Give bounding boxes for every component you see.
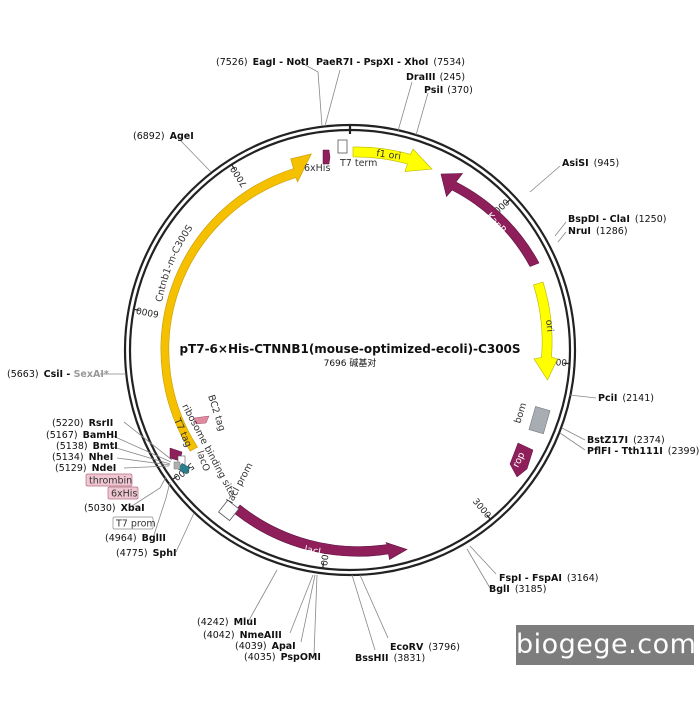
site-frui[interactable]: NruI(1286) (568, 226, 628, 237)
t7prom-box[interactable]: T7 prom (113, 517, 156, 530)
watermark: biogege.com (516, 625, 694, 665)
site-apai[interactable]: (4039)ApaI (235, 641, 296, 652)
site-bstz17i[interactable]: BstZ17I(2374) (587, 435, 665, 446)
kanr-label: KanR (484, 211, 509, 237)
site-csii[interactable]: (5663)CsiI - SexAI* (7, 369, 109, 380)
site-draiii[interactable]: DraIII(245) (406, 72, 465, 83)
his-box[interactable]: 6xHis (108, 487, 138, 500)
site-bgli[interactable]: BglI(3185) (489, 584, 546, 595)
site-nmeaiii[interactable]: (4042)NmeAIII (203, 630, 282, 641)
ori-label: ori (543, 319, 555, 332)
svg-text:thrombin: thrombin (89, 476, 132, 487)
site-eagi-noti[interactable]: (7526)EagI - NotI (216, 57, 309, 68)
site-nhei[interactable]: (5134)NheI (52, 452, 113, 463)
thrombin-box[interactable]: thrombin (86, 474, 132, 487)
ruler-label-6000: 6000 (135, 304, 160, 318)
site-ecorv[interactable]: EcoRV(3796) (390, 642, 460, 653)
site-fspi[interactable]: FspI - FspAI(3164) (499, 573, 598, 584)
site-bmti[interactable]: (5138)BmtI (56, 441, 118, 452)
site-mlui[interactable]: (4242)MluI (197, 617, 257, 628)
site-bsshii[interactable]: BssHII(3831) (355, 653, 425, 664)
t7-term-label: T7 term (339, 158, 377, 169)
f1-ori-label: f1 ori (376, 148, 402, 162)
site-bamhi[interactable]: (5167)BamHI (46, 430, 118, 441)
site-xbai[interactable]: (5030)XbaI (84, 503, 145, 514)
site-bglii[interactable]: (4964)BglII (105, 533, 166, 544)
site-pspomi[interactable]: (4035)PspOMI (244, 652, 321, 663)
bom-feature[interactable] (529, 407, 550, 434)
site-xhoi[interactable]: PaeR7I - PspXI - XhoI(7534) (316, 57, 465, 68)
bc2-label: BC2 tag (205, 394, 227, 433)
plasmid-size: 7696 碱基对 (324, 357, 377, 369)
site-pcii[interactable]: PciI(2141) (598, 393, 654, 404)
t7-term-feature[interactable] (338, 140, 347, 153)
laci-label: lacI (303, 544, 321, 558)
site-ndei[interactable]: (5129)NdeI (55, 463, 116, 474)
svg-text:6xHis: 6xHis (111, 489, 137, 500)
site-tth111i[interactable]: PflFI - Tth111I(2399) (587, 446, 699, 457)
site-rsrii[interactable]: (5220)RsrII (52, 418, 113, 429)
site-psii[interactable]: PsiI(370) (424, 85, 473, 96)
grey-feature-1 (174, 462, 180, 469)
bom-label: bom (512, 401, 529, 424)
ruler-label-7000: 7000 (229, 164, 250, 189)
plasmid-title: pT7-6×His-CTNNB1(mouse-optimized-ecoli)-… (179, 342, 520, 356)
his-top-label: 6xHis (304, 163, 330, 174)
site-asisi[interactable]: AsiSI(945) (562, 158, 619, 169)
svg-text:T7 prom: T7 prom (115, 519, 156, 530)
site-agei[interactable]: (6892)AgeI (133, 131, 194, 142)
site-sphi[interactable]: (4775)SphI (116, 548, 177, 559)
his-top-feature[interactable] (323, 150, 330, 164)
site-clai[interactable]: BspDI - ClaI(1250) (568, 214, 666, 225)
